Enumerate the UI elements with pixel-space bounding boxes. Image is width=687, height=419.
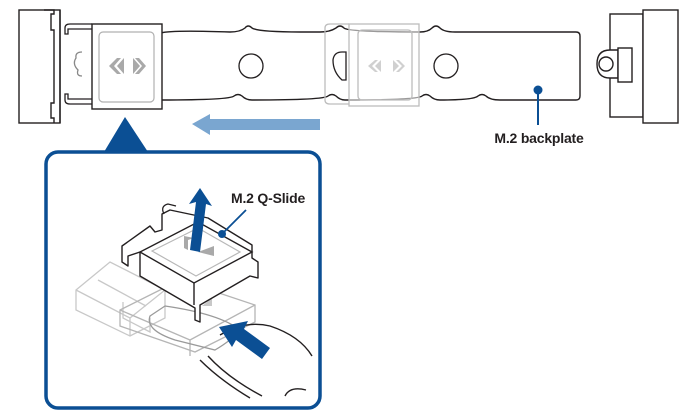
m2-q-slide	[121, 203, 259, 323]
lift-arrow	[189, 188, 212, 252]
inset-frame	[44, 150, 322, 410]
backplate-hole-1	[238, 53, 264, 79]
push-arrow	[219, 321, 270, 359]
inset-pointer	[104, 117, 148, 152]
backplate-hole-2	[433, 53, 459, 79]
qslide-chevron-icon	[184, 236, 214, 256]
left-m2-slot	[18, 9, 61, 124]
backplate-label: M.2 backplate	[494, 130, 584, 146]
qslide-label: M.2 Q-Slide	[231, 190, 305, 206]
finger	[199, 323, 313, 399]
ghost-q-slide	[324, 23, 420, 107]
right-m2-standoff	[596, 9, 679, 124]
backplate-callout: M.2 backplate	[494, 85, 584, 146]
chevron-icon	[109, 58, 146, 74]
slide-direction-arrow	[192, 114, 320, 135]
ghost-chevron-icon	[368, 60, 405, 72]
detail-inset	[44, 117, 322, 410]
left-rails	[64, 23, 92, 105]
inset-ghost-connector	[75, 261, 166, 337]
q-slide-installed	[91, 23, 163, 110]
